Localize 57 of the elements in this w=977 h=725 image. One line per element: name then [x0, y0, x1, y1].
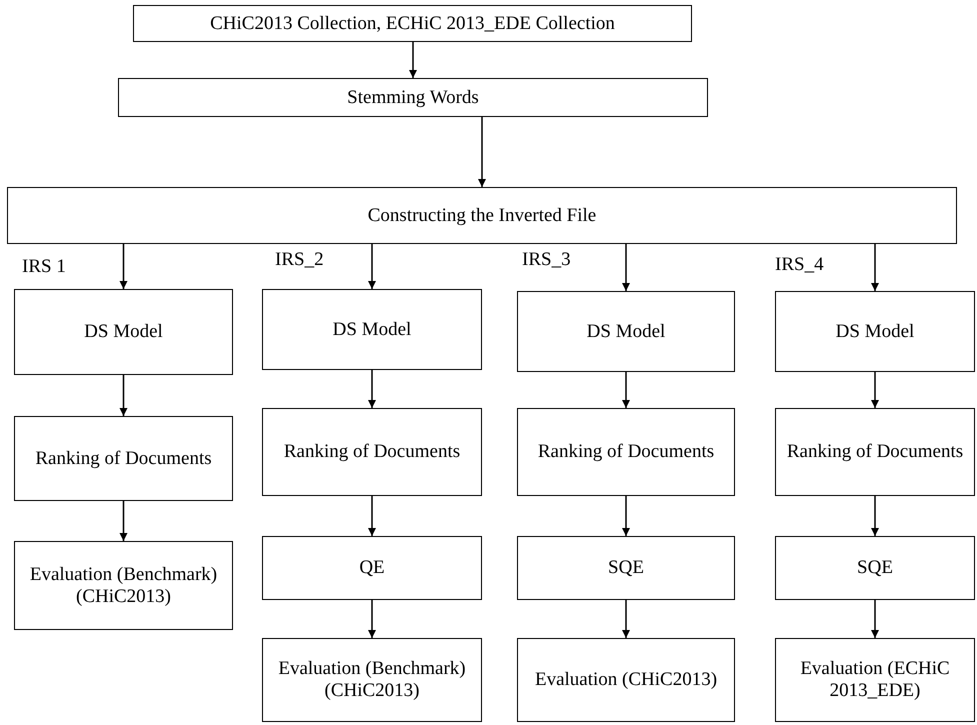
arrow — [368, 244, 376, 289]
box-label: Evaluation (Benchmark) (CHiC2013) — [28, 564, 218, 608]
arrow — [120, 501, 128, 541]
process-box — [262, 638, 482, 722]
process-box — [262, 536, 482, 600]
process-box — [14, 416, 233, 501]
process-box — [14, 541, 233, 630]
arrow — [871, 372, 879, 408]
arrow — [368, 370, 376, 408]
box-label: CHiC2013 Collection, ECHiC 2013_EDE Collection — [210, 12, 615, 34]
arrow — [120, 375, 128, 416]
system-label: IRS_4 — [775, 254, 824, 276]
arrow — [622, 600, 630, 638]
arrow — [871, 244, 879, 291]
system-label: IRS_2 — [275, 249, 324, 271]
process-box — [118, 78, 708, 117]
system-label: IRS_3 — [522, 249, 571, 271]
arrow — [409, 42, 417, 78]
process-box — [775, 536, 975, 600]
process-box — [7, 187, 957, 244]
arrow — [622, 244, 630, 291]
box-label: SQE — [608, 557, 644, 579]
box-label: Evaluation (ECHiC 2013_EDE) — [799, 658, 951, 702]
box-label: SQE — [857, 557, 893, 579]
process-box — [262, 289, 482, 370]
box-label: Ranking of Documents — [284, 441, 460, 463]
process-box — [775, 408, 975, 496]
box-label: Evaluation (Benchmark) (CHiC2013) — [277, 658, 467, 702]
process-box — [517, 638, 735, 722]
box-label: DS Model — [84, 321, 163, 343]
process-box — [14, 289, 233, 375]
process-box — [517, 408, 735, 496]
process-box — [262, 408, 482, 496]
box-label: DS Model — [586, 320, 666, 342]
process-box — [517, 536, 735, 600]
box-label: Ranking of Documents — [538, 441, 714, 463]
box-label: Evaluation (CHiC2013) — [534, 669, 718, 691]
box-label: Stemming Words — [347, 86, 479, 108]
box-label: Ranking of Documents — [35, 448, 212, 470]
arrow — [622, 372, 630, 408]
arrow — [368, 496, 376, 536]
arrow — [478, 117, 486, 187]
arrow — [871, 600, 879, 638]
process-box — [517, 291, 735, 372]
box-label: QE — [359, 557, 385, 579]
box-label: DS Model — [836, 320, 914, 342]
arrow — [120, 244, 128, 289]
arrow — [622, 496, 630, 536]
process-box — [775, 638, 975, 722]
process-box — [775, 291, 975, 372]
process-box — [133, 5, 692, 42]
system-label: IRS 1 — [22, 256, 66, 278]
box-label: Constructing the Inverted File — [368, 204, 596, 226]
box-label: DS Model — [332, 318, 412, 340]
arrow — [871, 496, 879, 536]
box-label: Ranking of Documents — [786, 441, 964, 463]
arrow — [368, 600, 376, 638]
